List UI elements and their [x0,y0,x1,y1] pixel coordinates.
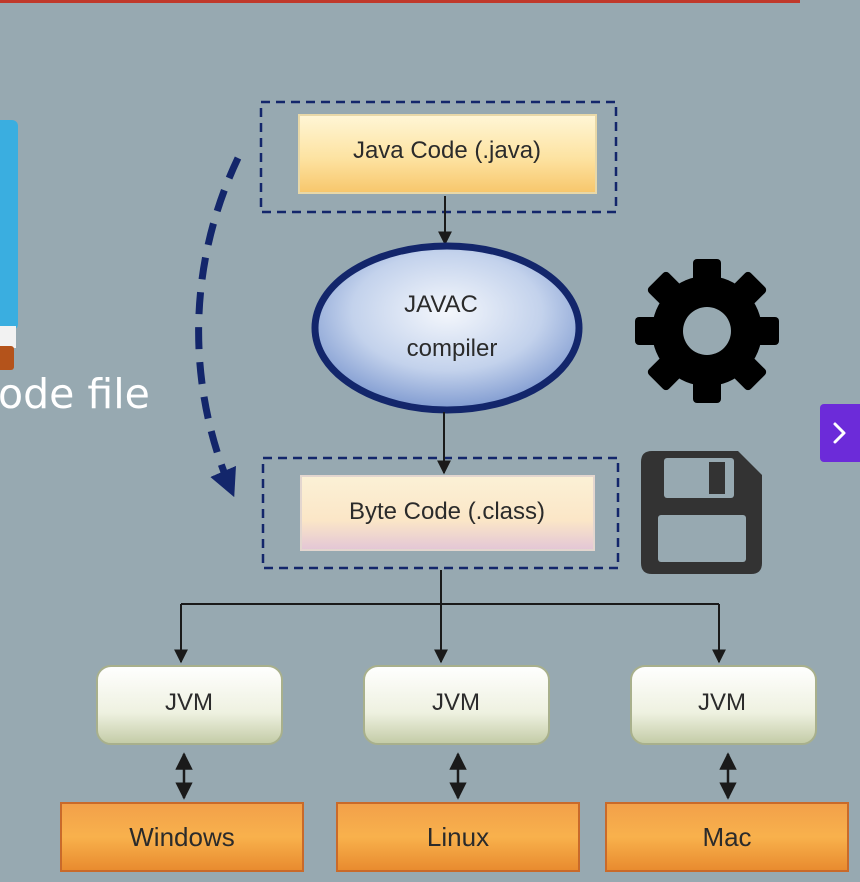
jvm-node-linux [363,665,550,745]
java-source-label: Java Code (.java) [353,137,541,164]
source-dashed-frame [259,100,618,214]
bytecode-node [300,475,595,551]
compiler-label-line2: compiler [407,335,498,362]
platform-label-linux: Linux [427,822,489,852]
floppy-disk-icon [641,451,762,574]
javac-compiler-node [311,242,583,414]
platform-label-mac: Mac [702,822,751,852]
bytecode-dashed-frame [261,456,620,570]
side-caption: ode file [0,370,150,418]
platform-node-mac [605,802,849,872]
chevron-right-icon [833,422,846,444]
jvm-node-windows [96,665,283,745]
compiler-label-line1: JAVAC [404,291,478,318]
top-accent-line [0,0,800,3]
jvm-label-3: JVM [698,689,746,716]
java-source-node [298,114,597,194]
compile-flow-arrow [195,156,242,498]
platform-node-linux [336,802,580,872]
gear-icon [635,259,779,403]
jvm-label-1: JVM [165,689,213,716]
platform-label-windows: Windows [129,822,234,852]
jvm-label-2: JVM [432,689,480,716]
bytecode-label: Byte Code (.class) [349,498,545,525]
next-slide-button[interactable] [820,404,860,462]
platform-node-windows [60,802,304,872]
document-file-icon [0,120,18,370]
jvm-node-mac [630,665,817,745]
